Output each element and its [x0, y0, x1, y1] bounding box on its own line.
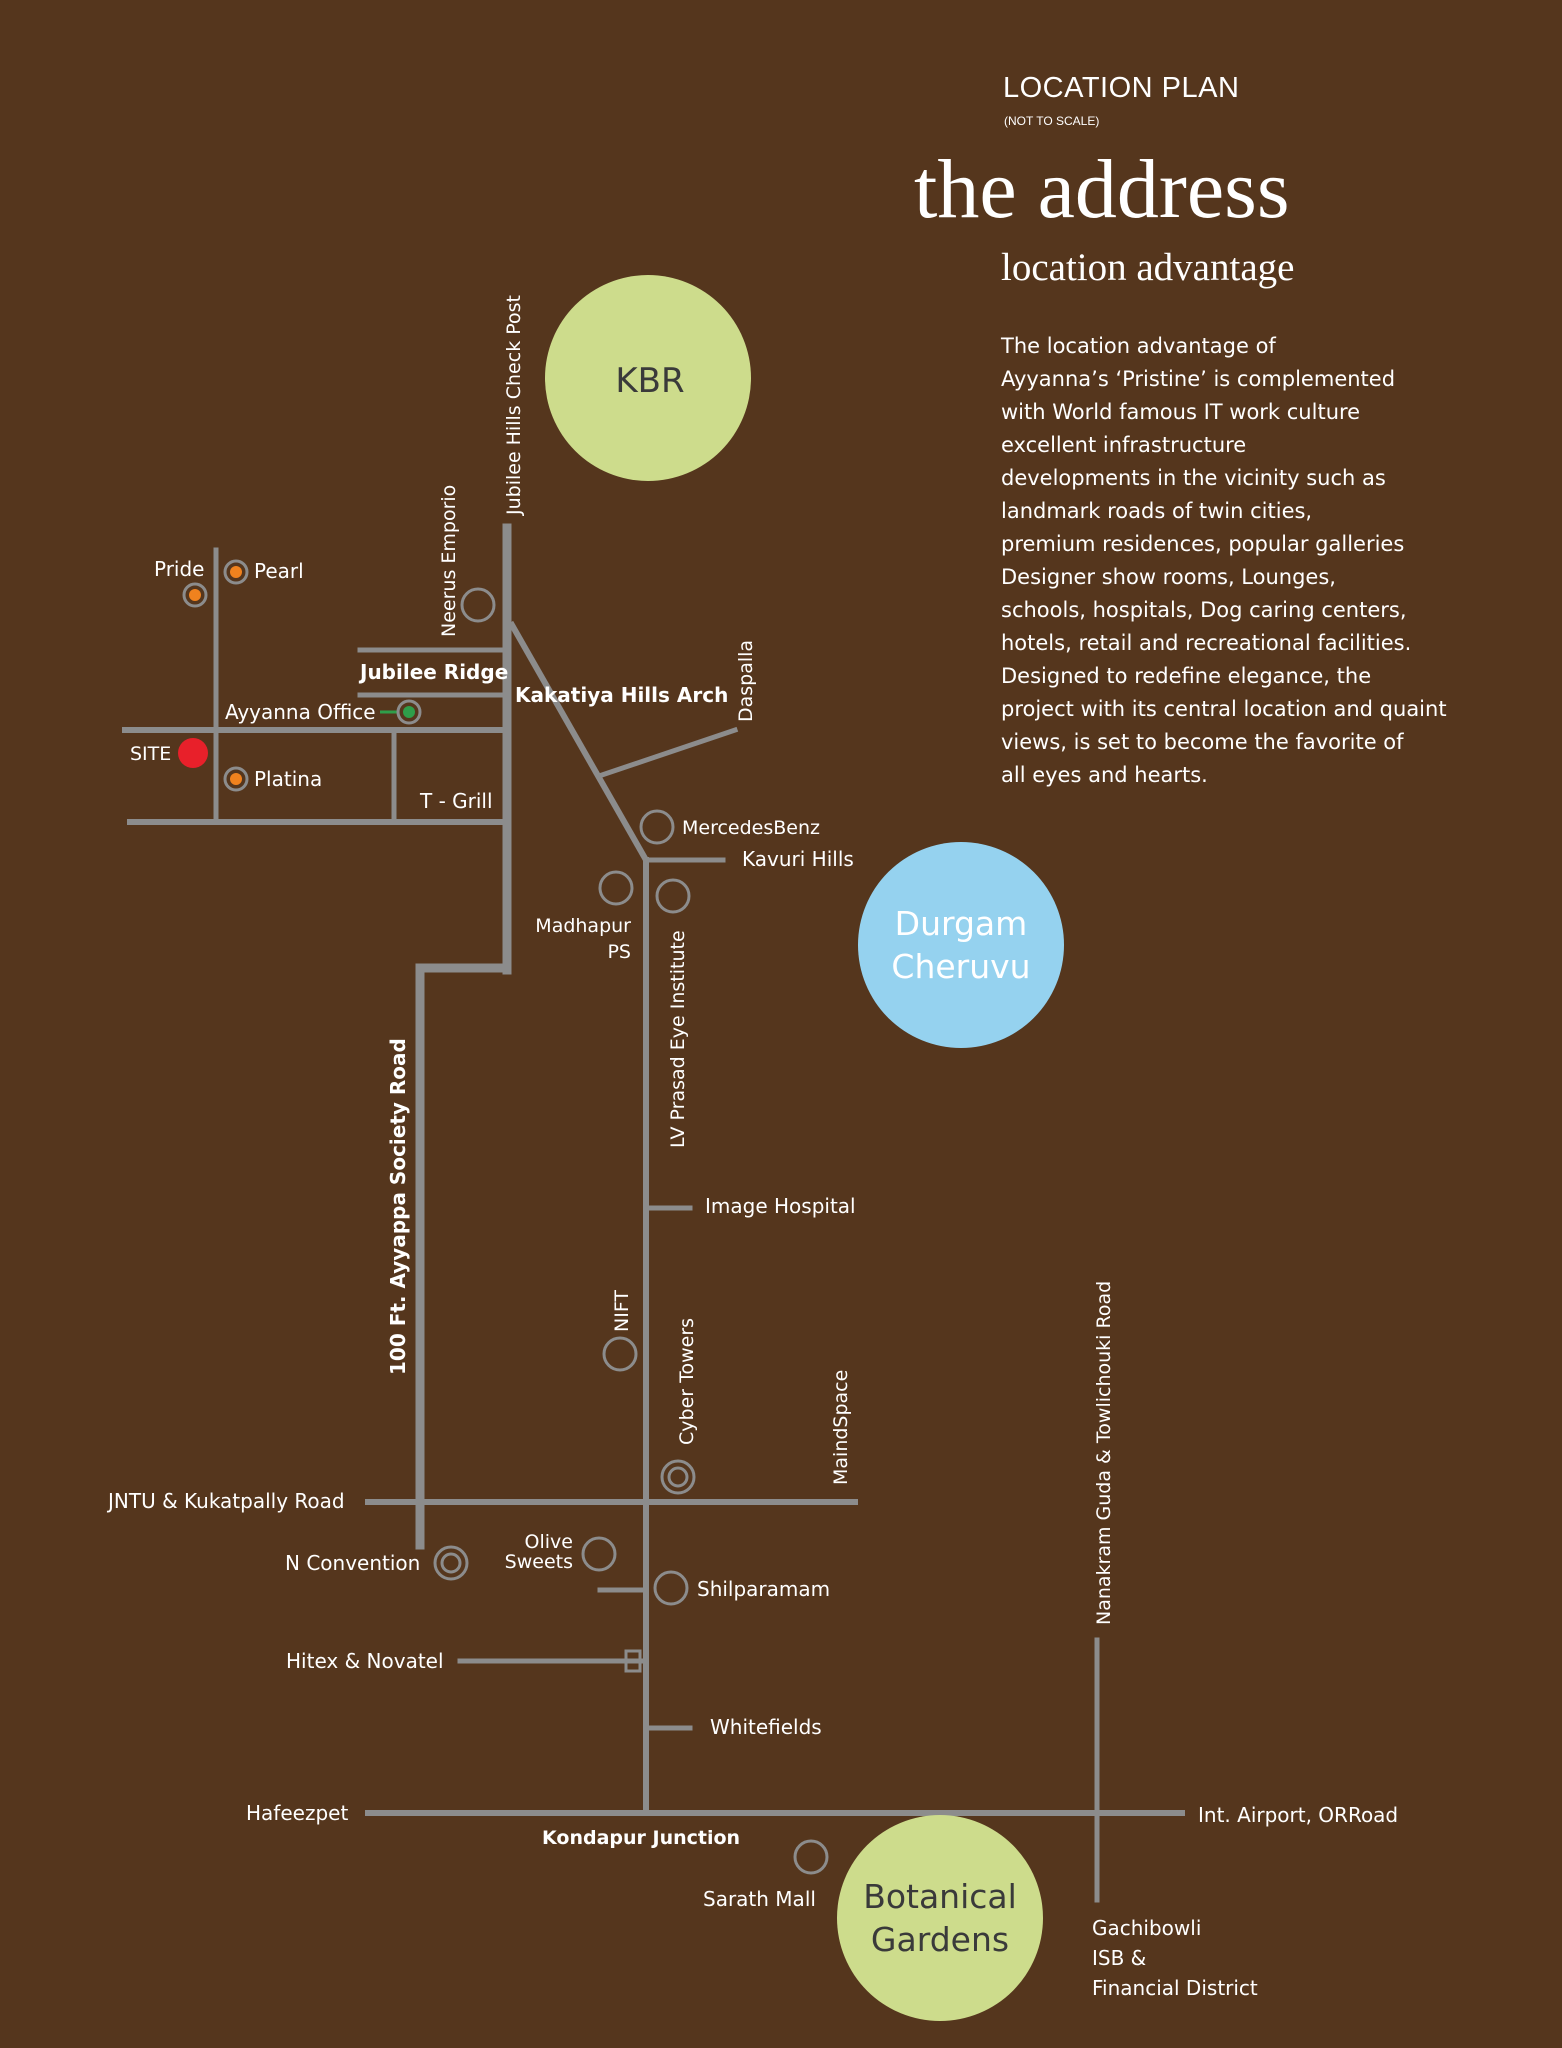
label-jubilee-check-post: Jubilee Hills Check Post	[503, 295, 525, 516]
shilparamam-marker-icon	[653, 1570, 689, 1606]
description-line: Designed to redefine elegance, the	[1001, 664, 1372, 688]
durgam-cheruvu-lake	[858, 842, 1064, 1048]
road-ayyappa-society	[415, 963, 512, 1550]
label-hitex-novatel: Hitex & Novatel	[286, 1649, 444, 1673]
platina-marker-dot-icon	[230, 773, 242, 785]
description-line: views, is set to become the favorite of	[1001, 730, 1404, 754]
pearl-marker-dot-icon	[230, 566, 242, 578]
description-line: Ayyanna’s ‘Pristine’ is complemented	[1001, 367, 1396, 391]
label-sarath-mall: Sarath Mall	[703, 1887, 816, 1911]
kbr-label: KBR	[615, 361, 684, 401]
label-ayyappa-society-road: 100 Ft. Ayyappa Society Road	[386, 1038, 410, 1375]
durgam-label-line2: Cheruvu	[891, 947, 1030, 986]
label-pearl: Pearl	[254, 559, 304, 583]
label-platina: Platina	[254, 767, 322, 791]
botanical-label-line1: Botanical	[863, 1877, 1017, 1916]
description-line: landmark roads of twin cities,	[1001, 499, 1313, 523]
label-cyber-towers: Cyber Towers	[676, 1318, 698, 1445]
not-to-scale-note: (NOT TO SCALE)	[1004, 114, 1100, 128]
label-kavuri-hills: Kavuri Hills	[742, 847, 854, 871]
site-marker-icon	[178, 738, 208, 768]
label-mercedes-benz: MercedesBenz	[682, 817, 820, 839]
description-paragraph: The location advantage of Ayyanna’s ‘Pri…	[1001, 330, 1521, 792]
label-hafeezpet: Hafeezpet	[246, 1801, 348, 1825]
cyber-towers-marker-outer-icon	[660, 1459, 696, 1495]
page-title: the address	[914, 143, 1290, 236]
madhapur-ps-marker-icon	[598, 870, 634, 906]
n-convention-marker-inner-icon	[440, 1552, 462, 1574]
label-nift: NIFT	[611, 1290, 633, 1332]
botanical-gardens-area	[837, 1815, 1043, 2021]
label-daspalla: Daspalla	[735, 640, 757, 722]
label-t-grill: T - Grill	[419, 789, 493, 813]
location-plan-label: LOCATION PLAN	[1003, 72, 1240, 104]
label-madhapur-line2: PS	[607, 941, 631, 963]
label-lv-prasad: LV Prasad Eye Institute	[667, 930, 689, 1148]
label-nanakram-guda-road: Nanakram Guda & Towlichouki Road	[1093, 1281, 1115, 1625]
label-whitefields: Whitefields	[710, 1715, 822, 1739]
cyber-towers-marker-inner-icon	[667, 1466, 689, 1488]
neerus-marker-icon	[460, 587, 496, 623]
office-marker-icon	[396, 699, 422, 725]
label-airport-orroad: Int. Airport, ORRoad	[1198, 1803, 1398, 1827]
description-line: project with its central location and qu…	[1001, 697, 1447, 721]
label-jntu-road: JNTU & Kukatpally Road	[106, 1489, 345, 1513]
label-ayyanna-office: Ayyanna Office	[225, 700, 376, 724]
pride-marker-icon	[182, 582, 208, 608]
landmark-markers	[433, 587, 829, 1875]
pearl-marker-icon	[223, 559, 249, 585]
kbr-park-area	[545, 275, 751, 481]
label-neerus-emporio: Neerus Emporio	[438, 485, 460, 637]
n-convention-marker-outer-icon	[433, 1545, 469, 1581]
road-diagonal-kakatiya	[507, 620, 651, 865]
description-line: The location advantage of	[1001, 334, 1276, 358]
project-markers	[178, 559, 422, 792]
description-line: with World famous IT work culture	[1001, 400, 1361, 424]
label-jubilee-ridge: Jubilee Ridge	[358, 660, 508, 684]
description-line: all eyes and hearts.	[1001, 763, 1208, 787]
description-line: excellent infrastructure	[1001, 433, 1247, 457]
office-marker-dot-icon	[403, 706, 415, 718]
label-shilparamam: Shilparamam	[697, 1577, 830, 1601]
nift-marker-icon	[602, 1336, 638, 1372]
description-line: schools, hospitals, Dog caring centers,	[1001, 598, 1407, 622]
label-n-convention: N Convention	[285, 1551, 420, 1575]
road-daspalla	[598, 726, 739, 779]
pride-marker-dot-icon	[189, 589, 201, 601]
label-kakatiya-hills-arch: Kakatiya Hills Arch	[515, 683, 728, 707]
label-site: SITE	[130, 743, 171, 765]
page-subtitle: location advantage	[1001, 246, 1295, 289]
road-network	[122, 523, 1185, 1903]
label-madhapur-line1: Madhapur	[535, 915, 631, 937]
map-labels: Pride Pearl SITE Platina Ayyanna Office …	[106, 295, 1398, 2000]
description-line: Designer show rooms, Lounges,	[1001, 565, 1336, 589]
mercedes-marker-icon	[639, 809, 675, 845]
durgam-label-line1: Durgam	[895, 904, 1028, 943]
label-gachibowli-line1: Gachibowli	[1092, 1916, 1201, 1940]
lv-prasad-marker-icon	[655, 878, 691, 914]
label-gachibowli-line3: Financial District	[1092, 1976, 1258, 2000]
platina-marker-icon	[223, 766, 249, 792]
description-line: developments in the vicinity such as	[1001, 466, 1386, 490]
label-kondapur-junction: Kondapur Junction	[542, 1827, 740, 1849]
description-line: premium residences, popular galleries	[1001, 532, 1405, 556]
label-olive-line1: Olive	[525, 1531, 573, 1553]
label-gachibowli-line2: ISB &	[1092, 1946, 1146, 1970]
botanical-label-line2: Gardens	[871, 1920, 1009, 1959]
label-maindspace: MaindSpace	[830, 1370, 852, 1485]
description-line: hotels, retail and recreational faciliti…	[1001, 631, 1412, 655]
olive-sweets-marker-icon	[581, 1536, 617, 1572]
label-image-hospital: Image Hospital	[705, 1194, 856, 1218]
label-olive-line2: Sweets	[505, 1551, 573, 1573]
label-pride: Pride	[154, 557, 205, 581]
sarath-mall-marker-icon	[793, 1839, 829, 1875]
